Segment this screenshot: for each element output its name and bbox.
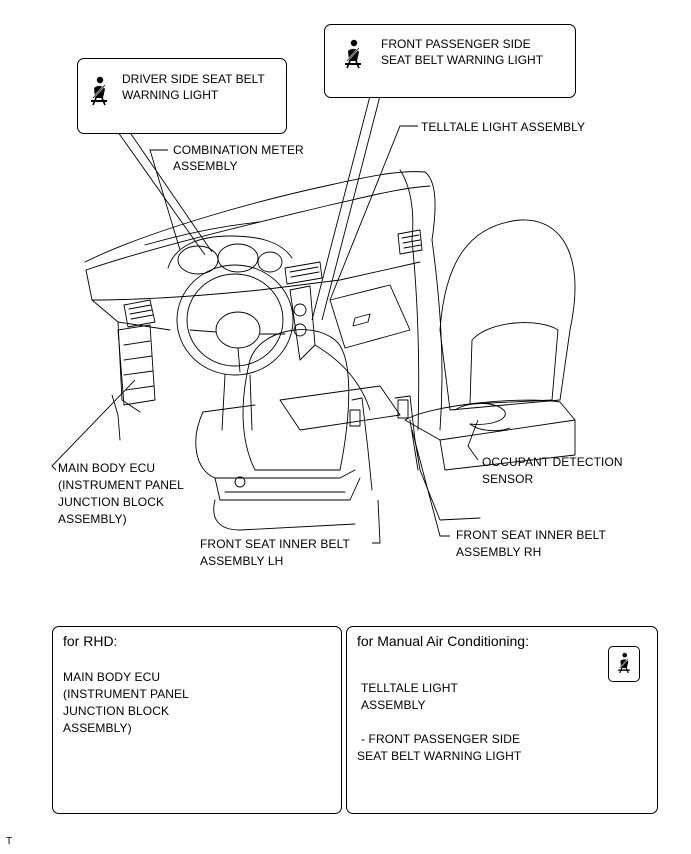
manual-ac-panel: for Manual Air Conditioning: TELLTALE LI… [346,626,658,814]
rhd-ecu-label-1: MAIN BODY ECU [63,670,161,684]
footer-mark: T [6,836,13,847]
main-ecu-label-3: JUNCTION BLOCK [58,495,165,509]
occupant-sensor-label-2: SENSOR [482,472,534,486]
center-vent [284,261,323,285]
rhd-ecu-label-4: ASSEMBLY) [63,721,132,735]
rhd-ecu-label-3: JUNCTION BLOCK [63,704,170,718]
passenger-seat-back [439,219,576,411]
manual-ac-passenger-label-2: SEAT BELT WARNING LIGHT [357,749,522,763]
inner-belt-rh-label-1: FRONT SEAT INNER BELT [456,528,606,542]
driver-callout-line2: WARNING LIGHT [122,88,219,102]
passenger-warning-callout: FRONT PASSENGER SIDE SEAT BELT WARNING L… [324,24,576,98]
inner-belt-lh-label-2: ASSEMBLY LH [200,554,284,568]
center-console [289,285,316,361]
manual-ac-telltale-label-1: TELLTALE LIGHT [361,681,458,695]
rhd-ecu-label-2: (INSTRUMENT PANEL [63,687,189,701]
leader-passenger [311,95,371,321]
left-vent [123,299,156,328]
combination-meter-label-1: COMBINATION METER [173,143,304,157]
belt-rh [394,395,421,471]
telltale-label: TELLTALE LIGHT ASSEMBLY [421,120,586,134]
manual-ac-telltale-label-2: ASSEMBLY [361,698,426,712]
seatbelt-warning-icon [618,652,630,674]
leader-ecu [51,379,136,471]
inner-belt-rh-label-2: ASSEMBLY RH [456,545,542,559]
leader-driver [107,117,206,256]
occupant-sensor-label-1: OCCUPANT DETECTION [482,455,623,469]
driver-seat-back [242,329,350,471]
leader-meter [149,149,181,251]
inner-belt-lh-label-1: FRONT SEAT INNER BELT [200,537,350,551]
seatbelt-warning-icon [91,76,107,106]
main-ecu-label-4: ASSEMBLY) [58,512,127,526]
combination-meter-label-2: ASSEMBLY [173,159,238,173]
passenger-callout-line1: FRONT PASSENGER SIDE [381,37,531,51]
main-ecu-label-1: MAIN BODY ECU [58,461,156,475]
leader-inner-lh [372,499,381,544]
main-ecu-label-2: (INSTRUMENT PANEL [58,478,184,492]
driver-callout-line1: DRIVER SIDE SEAT BELT [122,72,265,86]
driver-warning-callout: DRIVER SIDE SEAT BELT WARNING LIGHT [77,58,287,134]
main-body-ecu [117,324,156,406]
manual-ac-panel-title: for Manual Air Conditioning: [357,633,529,649]
meter-hood [167,235,293,269]
leader-occupant [467,419,479,461]
seatbelt-warning-icon [345,39,361,69]
rhd-panel-title: for RHD: [63,633,118,649]
leader-telltale [329,125,418,301]
steering-wheel [176,264,294,376]
passenger-callout-line2: SEAT BELT WARNING LIGHT [381,53,544,67]
dashboard-top-line [84,171,426,263]
occupant-sensor [454,403,506,425]
manual-ac-warning-callout [608,646,640,682]
rhd-panel: for RHD: MAIN BODY ECU (INSTRUMENT PANEL… [52,626,342,814]
leader-inner-rh [411,429,450,537]
manual-ac-passenger-label-1: - FRONT PASSENGER SIDE [361,732,521,746]
belt-lh [351,397,373,491]
